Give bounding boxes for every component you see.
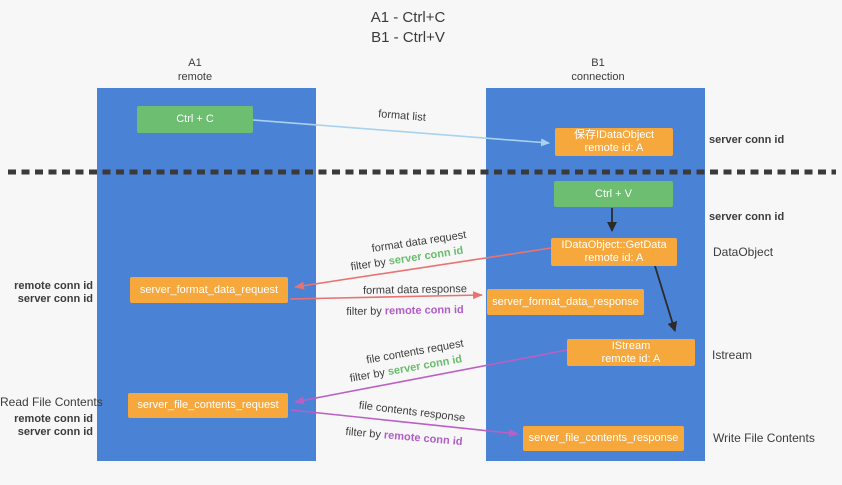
label-filter-by-remote-conn-id-2: filter by remote conn id	[345, 426, 463, 448]
right-label-dataobject: DataObject	[713, 245, 774, 259]
node-ctrl-v-label: Ctrl + V	[595, 187, 632, 200]
filter-by-text: filter by	[348, 366, 386, 385]
node-ctrl-c-label: Ctrl + C	[176, 113, 214, 125]
left-column-header: A1 remote	[115, 56, 275, 84]
left-label-read-file-contents: Read File Contents	[0, 395, 103, 409]
right-label-server-conn-id-top: server conn id	[709, 134, 785, 146]
right-label-write-file-contents: Write File Contents	[713, 431, 815, 445]
left-column-subtitle: remote	[177, 71, 213, 83]
right-column-header: B1 connection	[518, 56, 678, 84]
left-label-remote-conn-id-1: remote conn id	[14, 280, 93, 292]
right-label-server-conn-id-mid: server conn id	[709, 211, 785, 223]
node-file-response-label: server_file_contents_response	[528, 432, 679, 444]
node-server-format-data-response: server_format_data_response	[487, 289, 644, 315]
remote-conn-id-text: remote conn id	[384, 303, 464, 318]
label-filter-by-remote-conn-id-1: filter by remote conn id	[346, 304, 464, 318]
node-idataobject-getdata: IDataObject::GetData remote id: A	[551, 238, 677, 266]
right-label-istream: Istream	[712, 348, 753, 362]
right-column-name: B1	[591, 57, 605, 69]
diagram-title: A1 - Ctrl+C B1 - Ctrl+V	[308, 8, 508, 48]
right-column-subtitle: connection	[571, 71, 625, 83]
left-column-name: A1	[188, 57, 202, 69]
node-ctrl-v: Ctrl + V	[554, 181, 673, 207]
node-server-format-data-request: server_format_data_request	[130, 277, 288, 303]
node-server-file-contents-request: server_file_contents_request	[128, 393, 288, 418]
node-getdata-line1: IDataObject::GetData	[561, 239, 667, 251]
label-format-data-response: format data response	[362, 283, 468, 297]
node-getdata-line2: remote id: A	[584, 252, 644, 264]
left-label-server-conn-id-2: server conn id	[17, 426, 93, 438]
node-istream-line1: IStream	[611, 339, 651, 352]
node-server-file-contents-response: server_file_contents_response	[523, 426, 684, 451]
label-format-list: format list	[377, 108, 427, 124]
title-line-a1: A1 - Ctrl+C	[370, 9, 446, 26]
node-format-request-label: server_format_data_request	[139, 283, 279, 296]
title-line-b1: B1 - Ctrl+V	[371, 29, 445, 46]
filter-by-text: filter by	[349, 256, 387, 274]
left-label-server-conn-id-1: server conn id	[17, 293, 93, 305]
node-istream-line2: remote id: A	[601, 352, 661, 365]
node-format-response-label: server_format_data_response	[492, 295, 639, 308]
remote-conn-id-text: remote conn id	[383, 429, 463, 449]
label-file-contents-response: file contents response	[358, 399, 466, 425]
node-istream: IStream remote id: A	[567, 339, 695, 366]
node-ctrl-c: Ctrl + C	[137, 106, 253, 133]
filter-by-text: filter by	[346, 305, 382, 319]
filter-by-text: filter by	[345, 425, 382, 441]
node-save-dataobject-line2: remote id: A	[584, 142, 644, 154]
node-save-dataobject: 保存IDataObject remote id: A	[555, 128, 673, 156]
left-label-remote-conn-id-2: remote conn id	[14, 413, 93, 425]
node-save-dataobject-line1: 保存IDataObject	[573, 129, 655, 141]
node-file-request-label: server_file_contents_request	[137, 399, 279, 411]
